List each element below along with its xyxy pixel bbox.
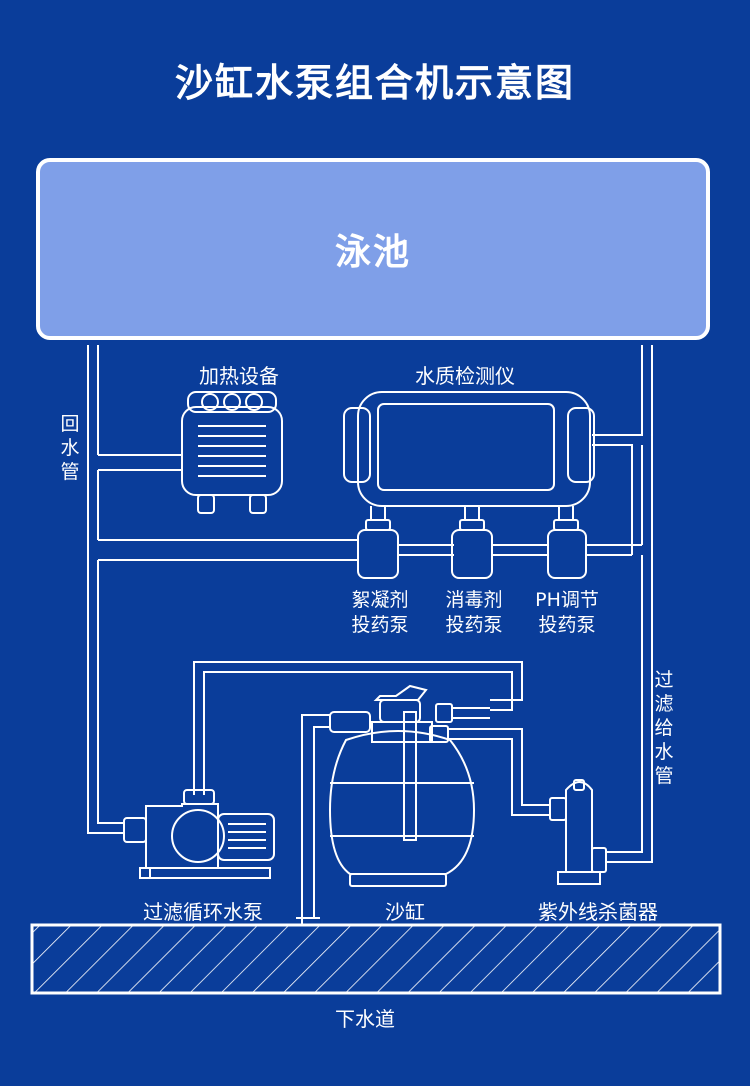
pump-label: 过滤循环水泵 [143,900,263,924]
return-pipe-char: 水 [60,437,80,459]
drain-channel [30,923,722,995]
dosing-pump-bodies [357,519,587,579]
supply-pipe-char: 过 [654,669,674,691]
return-pipe-char: 回 [60,413,80,435]
water-tester-label: 水质检测仪 [415,364,515,388]
supply-pipe-char: 给 [654,717,674,739]
uv-sterilizer-unit [549,779,607,885]
dosing-pump-label-disinfectant: 消毒剂 投药泵 [445,588,502,638]
uv-sterilizer-label: 紫外线杀菌器 [538,900,658,924]
water-tester-unit [343,391,595,520]
diagram-title: 沙缸水泵组合机示意图 [174,61,575,105]
dosing-manifold [398,544,642,556]
circulation-pump-unit [123,661,523,879]
dosing-pump-line2: 投药泵 [538,614,596,636]
heater-unit [181,391,283,514]
drain-label: 下水道 [335,1007,395,1031]
supply-pipe [592,345,653,863]
sand-filter-label: 沙缸 [385,900,425,924]
dosing-pump-line1: PH调节 [535,589,599,611]
supply-pipe-char: 滤 [654,693,674,715]
pool-box: 泳池 [36,158,710,340]
supply-pipe-label: 过 滤 给 水 管 [652,668,676,788]
dosing-pump-label-ph: PH调节 投药泵 [535,588,599,638]
heater-label: 加热设备 [199,364,279,388]
dosing-pump-line1: 消毒剂 [445,589,503,611]
pool-label: 泳池 [334,232,411,273]
return-pipe [87,345,358,834]
sand-filter-unit [296,684,550,924]
return-pipe-char: 管 [60,461,80,483]
dosing-pump-line1: 絮凝剂 [351,589,409,611]
dosing-pump-label-flocculant: 絮凝剂 投药泵 [351,588,408,638]
return-pipe-label: 回 水 管 [58,412,82,484]
dosing-pump-line2: 投药泵 [351,614,409,636]
supply-pipe-char: 管 [654,765,674,787]
supply-pipe-char: 水 [654,741,674,763]
dosing-pump-line2: 投药泵 [445,614,503,636]
